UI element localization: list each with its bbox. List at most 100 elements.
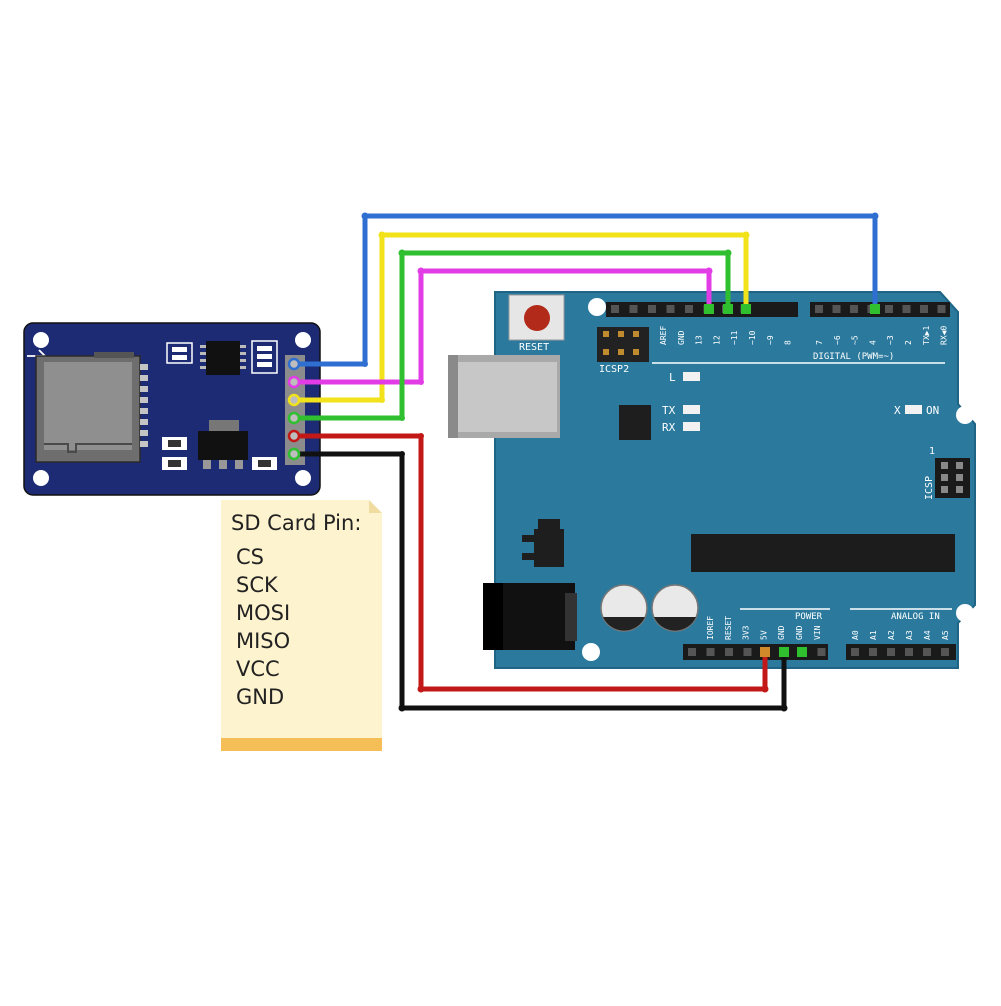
mounting-hole (956, 604, 974, 622)
sd-card-slot[interactable] (35, 352, 141, 463)
digital-pin-label: 13 (695, 335, 704, 345)
digital-pin-label: 8 (784, 340, 793, 345)
digital-pin-label: ~3 (886, 335, 895, 345)
digital-pin-label: 2 (904, 340, 913, 345)
note-pin-vcc: VCC (236, 657, 280, 681)
icsp2-label: ICSP2 (599, 364, 629, 375)
dc-power-jack (483, 583, 577, 650)
usb-connector (448, 355, 560, 438)
icsp-header (935, 458, 970, 498)
ams1117-regulator (198, 420, 248, 469)
header-pin[interactable] (611, 305, 619, 313)
smd-component (252, 457, 277, 470)
power-pin-label: GND (777, 625, 786, 640)
digital-pin-label: GND (677, 330, 686, 345)
digital-pin-label: 7 (815, 340, 824, 345)
digital-pin-label: ~6 (833, 335, 842, 345)
digital-pin-label: RX◀0 (940, 326, 949, 345)
header-pin[interactable] (869, 648, 877, 656)
mounting-hole (33, 470, 49, 486)
sd-header-pins (287, 357, 301, 461)
level-shifter-chip (200, 341, 246, 375)
header-pin[interactable] (629, 305, 638, 313)
header-pin[interactable] (648, 305, 656, 313)
led-on (905, 405, 922, 414)
note-pin-mosi: MOSI (236, 601, 290, 625)
analog-header (846, 644, 956, 660)
header-pin[interactable] (937, 305, 946, 313)
led-rx (683, 422, 700, 431)
smd-component (166, 342, 193, 364)
mounting-hole (956, 406, 974, 424)
led-l-label: L (669, 371, 676, 384)
smd-component (162, 437, 187, 450)
power-pin-label: RESET (724, 616, 733, 640)
digital-pin-label: 4 (868, 340, 877, 345)
capacitor (600, 584, 648, 632)
header-pin[interactable] (815, 305, 823, 313)
header-pin[interactable] (905, 648, 913, 656)
header-pin[interactable] (941, 648, 949, 656)
note-pin-sck: SCK (236, 573, 279, 597)
header-pin[interactable] (920, 305, 928, 313)
header-pin[interactable] (685, 305, 693, 313)
led-tx-label: TX (662, 404, 676, 417)
digital-pin-label: 12 (712, 335, 721, 345)
led-rx-label: RX (662, 421, 676, 434)
note-pin-gnd: GND (236, 685, 284, 709)
header-pin[interactable] (851, 648, 859, 656)
icsp-pin1-label: 1 (929, 446, 935, 457)
header-pin[interactable] (885, 305, 893, 313)
analog-pin-label: A4 (923, 630, 932, 640)
x-label: X (894, 404, 901, 417)
header-pin[interactable] (923, 648, 931, 656)
note-pin-miso: MISO (236, 629, 290, 653)
mounting-hole (295, 332, 311, 348)
sd-contact-pads (140, 364, 148, 447)
reset-button[interactable] (508, 294, 565, 341)
analog-pin-label: A5 (941, 630, 950, 640)
header-pin[interactable] (902, 305, 911, 313)
led-tx (683, 405, 700, 414)
arduino-wire-endpoints (704, 304, 880, 657)
header-pin[interactable] (817, 648, 826, 656)
smd-component (251, 340, 278, 374)
voltage-regulator (522, 519, 564, 567)
usb-chip (619, 405, 651, 440)
header-pin[interactable] (832, 305, 841, 313)
header-pin[interactable] (666, 305, 675, 313)
led-l (683, 372, 700, 381)
digital-pin-label: ~5 (851, 335, 860, 345)
power-pin-label: GND (795, 625, 804, 640)
header-pin[interactable] (850, 305, 858, 313)
smd-component (162, 457, 187, 470)
capacitor (651, 584, 699, 632)
header-pin[interactable] (725, 648, 733, 656)
sd-card-module (23, 322, 321, 496)
analog-label: ANALOG IN (891, 612, 940, 622)
mounting-hole (33, 332, 49, 348)
mounting-hole (582, 643, 600, 661)
header-pin[interactable] (743, 648, 752, 656)
on-label: ON (926, 404, 939, 417)
digital-label: DIGITAL (PWM=~) (813, 352, 894, 362)
digital-pin-label: ~9 (766, 335, 775, 345)
power-pin-label: 5V (759, 630, 768, 640)
pin-note-card: SD Card Pin: CS SCK MOSI MISO VCC GND (221, 500, 382, 751)
header-pin[interactable] (706, 648, 715, 656)
power-pin-label: IOREF (706, 616, 715, 640)
note-title: SD Card Pin: (231, 511, 361, 535)
analog-pin-label: A0 (851, 630, 860, 640)
icsp2-header (597, 327, 649, 362)
reset-label: RESET (519, 342, 549, 353)
analog-pin-label: A3 (905, 630, 914, 640)
header-pin[interactable] (887, 648, 895, 656)
analog-pin-label: A1 (869, 630, 878, 640)
header-pin[interactable] (688, 648, 696, 656)
digital-pin-label: AREF (659, 326, 668, 345)
icsp-label: ICSP (924, 476, 935, 500)
digital-pin-label: TX▶1 (922, 326, 931, 345)
